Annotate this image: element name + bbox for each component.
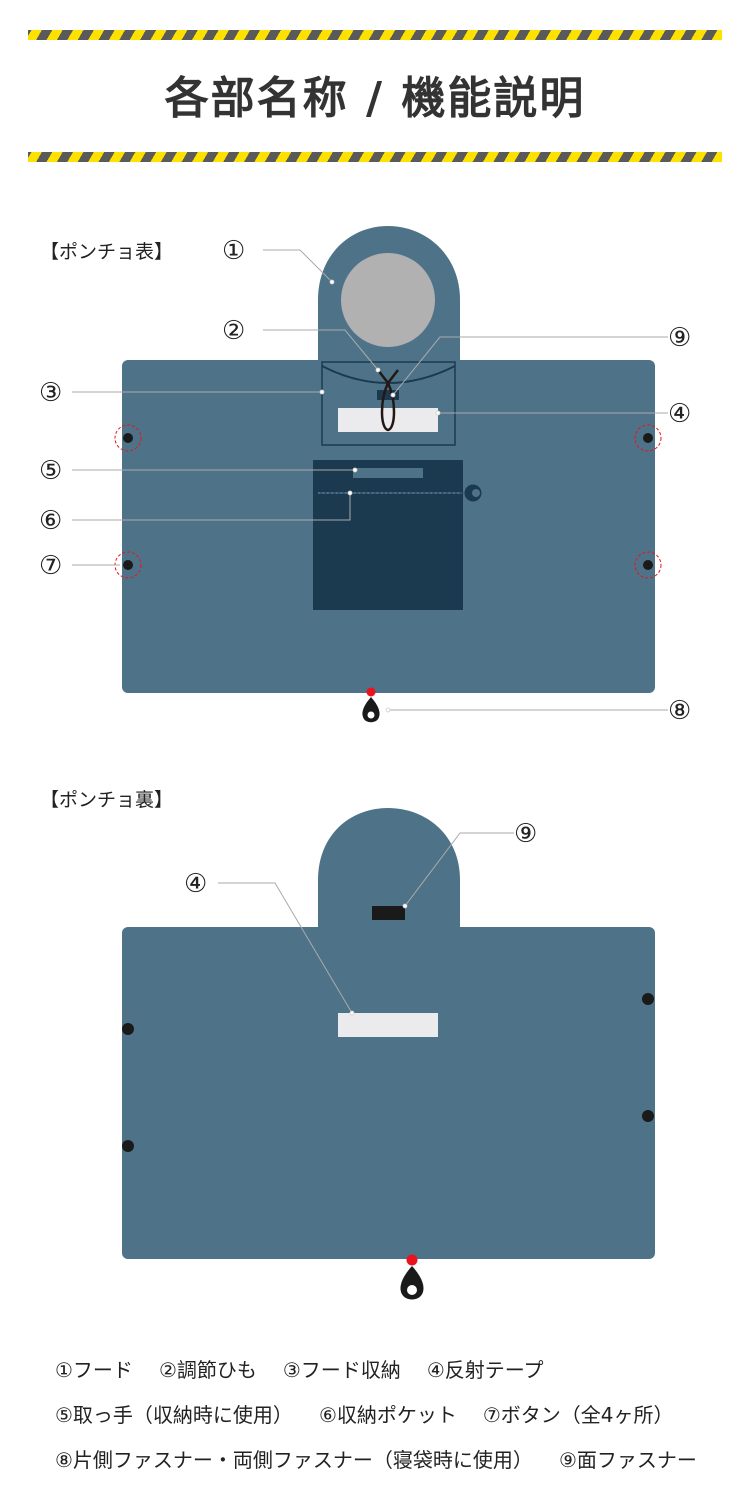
callout-4: ④ bbox=[668, 399, 691, 429]
callout-8: ⑧ bbox=[668, 696, 691, 726]
poncho-body bbox=[122, 927, 655, 1259]
callout-4: ④ bbox=[184, 869, 207, 899]
callout-leaders bbox=[218, 832, 514, 1016]
callout-5: ⑤ bbox=[39, 456, 62, 486]
hood-face-opening bbox=[341, 253, 435, 347]
reflective-tape bbox=[338, 1013, 438, 1037]
callout-7: ⑦ bbox=[39, 551, 62, 581]
legend-row: ⑤取っ手（収納時に使用） ⑥収納ポケット ⑦ボタン（全4ヶ所） bbox=[55, 1393, 723, 1438]
top-hazard-stripe bbox=[28, 30, 722, 40]
legend-item: ②調節ひも bbox=[158, 1358, 257, 1382]
bottom-hazard-stripe bbox=[28, 152, 722, 162]
legend-row: ⑧片側ファスナー・両側ファスナー（寝袋時に使用） ⑨面ファスナー bbox=[55, 1438, 723, 1483]
callout-2: ② bbox=[222, 316, 245, 346]
legend-item: ⑥収納ポケット bbox=[318, 1403, 457, 1427]
legend-item: ④反射テープ bbox=[426, 1358, 544, 1382]
hood bbox=[318, 808, 460, 935]
velcro-fastener bbox=[372, 906, 405, 920]
buttons bbox=[122, 993, 654, 1152]
velcro-fastener bbox=[377, 390, 399, 400]
front-section-label: 【ポンチョ表】 bbox=[40, 241, 173, 263]
poncho-front-diagram: 【ポンチョ表】 ① ② ③ ④ ⑤ ⑥ ⑦ ⑧ bbox=[39, 226, 691, 726]
parts-legend: ①フード ②調節ひも ③フード収納 ④反射テープ ⑤取っ手（収納時に使用） ⑥収納ポケッ… bbox=[55, 1348, 723, 1483]
legend-item: ⑦ボタン（全4ヶ所） bbox=[482, 1403, 674, 1427]
legend-item: ①フード bbox=[55, 1358, 133, 1382]
buttons bbox=[114, 424, 662, 579]
legend-row: ①フード ②調節ひも ③フード収納 ④反射テープ bbox=[55, 1348, 723, 1393]
callout-1: ① bbox=[222, 236, 245, 266]
poncho-back-diagram: 【ポンチョ裏】 ④ ⑨ bbox=[40, 789, 655, 1300]
storage-pocket bbox=[313, 460, 463, 610]
callout-3: ③ bbox=[39, 378, 62, 408]
callout-leaders bbox=[72, 249, 668, 713]
legend-item: ③フード収納 bbox=[282, 1358, 401, 1382]
main-zipper-pull bbox=[362, 687, 380, 723]
pocket-handle bbox=[353, 468, 423, 478]
callout-6: ⑥ bbox=[39, 506, 62, 536]
callout-9: ⑨ bbox=[514, 819, 537, 849]
legend-item: ⑨面ファスナー bbox=[558, 1448, 697, 1472]
reflective-tape bbox=[338, 408, 438, 432]
hood-storage bbox=[321, 361, 456, 446]
adjustment-cord bbox=[377, 369, 399, 432]
callout-9: ⑨ bbox=[668, 323, 691, 353]
main-zipper-pull bbox=[400, 1254, 424, 1300]
page-title: 各部名称 / 機能説明 bbox=[164, 73, 586, 124]
legend-item: ⑤取っ手（収納時に使用） bbox=[55, 1403, 293, 1427]
legend-item: ⑧片側ファスナー・両側ファスナー（寝袋時に使用） bbox=[55, 1448, 533, 1472]
back-section-label: 【ポンチョ裏】 bbox=[40, 789, 173, 811]
